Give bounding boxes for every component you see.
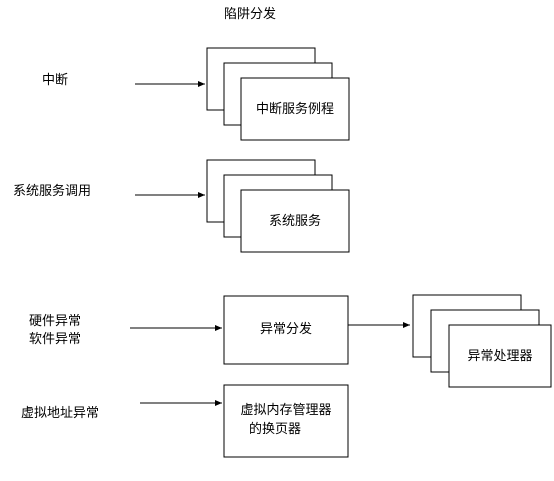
vmm-label-line1: 虚拟内存管理器 (240, 402, 331, 418)
source-label-interrupt: 中断 (42, 73, 68, 88)
stack-card-front (240, 189, 350, 253)
exception-handlers-label: 异常处理器 (467, 349, 532, 364)
source-label-syscall: 系统服务调用 (13, 183, 91, 199)
source-label-sw-exception: 软件异常 (29, 332, 81, 347)
stack-card-front (448, 324, 552, 388)
vmm-label-line2: 的换页器 (249, 421, 301, 437)
system-services-stack: 系统服务 (206, 159, 350, 253)
source-label-hw-exception: 硬件异常 (29, 314, 81, 329)
system-services-label: 系统服务 (269, 213, 321, 229)
isr-label: 中断服务例程 (256, 101, 334, 117)
stack-card-front (240, 77, 350, 141)
source-label-vm-exception: 虚拟地址异常 (21, 406, 99, 421)
exception-handlers-stack: 异常处理器 (412, 294, 552, 388)
vmm-pager-box (223, 384, 349, 458)
exception-dispatch-label: 异常分发 (260, 321, 312, 337)
diagram-title: 陷阱分发 (224, 6, 276, 22)
isr-stack: 中断服务例程 (206, 47, 350, 141)
exception-dispatch-box (223, 295, 349, 365)
